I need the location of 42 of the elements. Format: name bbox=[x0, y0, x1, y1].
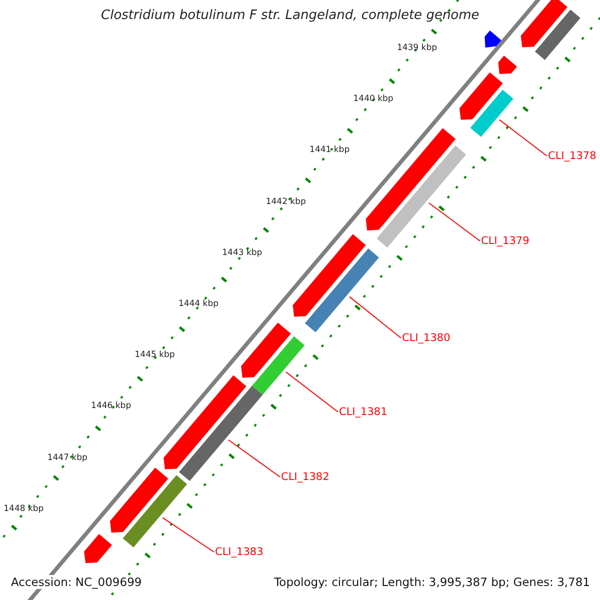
gene-feature bbox=[460, 72, 503, 120]
gene-label: CLI_1378 bbox=[548, 150, 596, 162]
gene-feature bbox=[534, 10, 580, 60]
gene-feature bbox=[164, 375, 246, 470]
title: Clostridium botulinum F str. Langeland, complete genome bbox=[101, 8, 480, 23]
scale-label: 1441 kbp bbox=[310, 145, 350, 156]
scale-label: 1443 kbp bbox=[222, 248, 262, 258]
gene-feature bbox=[498, 56, 517, 74]
scale-label: 1442 kbp bbox=[266, 196, 306, 207]
scale-label: 1446 kbp bbox=[91, 401, 132, 412]
genome-info-text: Topology: circular; Length: 3,995,387 bp; Genes: 3,781 bbox=[274, 575, 590, 589]
scale-label: 1444 kbp bbox=[178, 299, 218, 309]
gene-bar bbox=[122, 475, 188, 548]
gene-bar bbox=[470, 90, 514, 137]
leader-line bbox=[498, 119, 548, 156]
leader-line bbox=[285, 371, 338, 412]
scale-label: 1448 kbp bbox=[4, 504, 44, 514]
leader-line bbox=[162, 517, 214, 552]
gene-bar bbox=[252, 336, 305, 395]
leader-line bbox=[349, 296, 402, 338]
scale-label: 1440 kbp bbox=[353, 94, 394, 104]
gene-feature bbox=[84, 534, 112, 564]
gene-bar bbox=[304, 248, 379, 332]
gene-feature bbox=[520, 0, 568, 48]
scale-label: 1447 kbp bbox=[47, 452, 88, 463]
gene-feature bbox=[484, 30, 502, 48]
gene-label: CLI_1383 bbox=[215, 546, 264, 558]
leader-line bbox=[228, 439, 280, 478]
gene-bar bbox=[179, 386, 263, 481]
gene-feature bbox=[110, 468, 168, 533]
gene-feature bbox=[366, 128, 456, 230]
scale-label: 1439 kbp bbox=[396, 43, 437, 53]
gene-label: CLI_1382 bbox=[281, 471, 330, 483]
gene-label: CLI_1380 bbox=[402, 332, 450, 344]
accession-text: Accession: NC_009699 bbox=[9, 575, 144, 589]
gene-label: CLI_1379 bbox=[481, 235, 530, 247]
gene-label: CLI_1381 bbox=[339, 406, 388, 418]
scale-label: 1445 kbp bbox=[134, 350, 175, 360]
gene-feature bbox=[241, 322, 291, 378]
gene-bar bbox=[376, 145, 466, 248]
gene-feature bbox=[292, 234, 366, 317]
leader-line bbox=[428, 202, 480, 242]
